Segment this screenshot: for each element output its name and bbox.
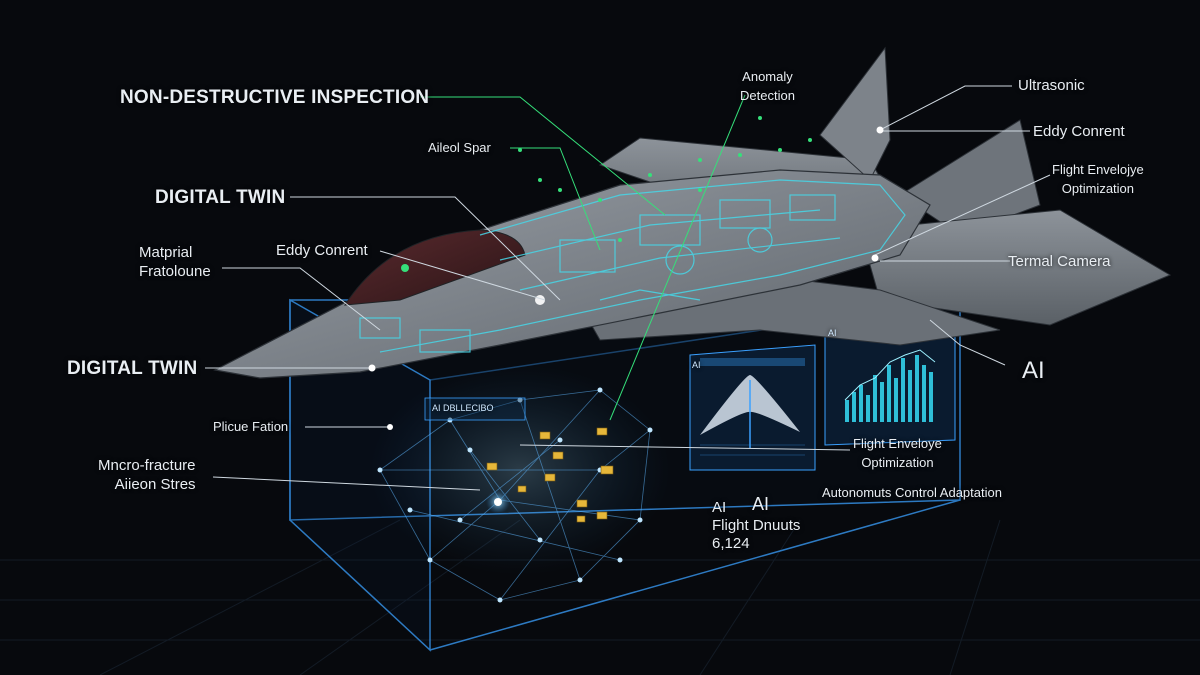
wing-panel-title: AI	[692, 360, 701, 370]
jet-aircraft	[213, 46, 1172, 379]
wing-analysis-panel	[689, 344, 816, 471]
callout-markers	[368, 126, 884, 430]
label-plique-fation: Plicue Fation	[213, 419, 289, 434]
label-micro-fracture: Mncro-fracture Aiieon Stres	[98, 457, 196, 493]
label-flight-hours-value: 6,124	[712, 535, 750, 552]
label-flight-hours: Flight Dnuuts	[712, 517, 801, 534]
label-digital-twin-top: DIGITAL TWIN	[155, 187, 286, 208]
label-termal-camera: Termal Camera	[1008, 253, 1111, 270]
network-panel	[424, 397, 526, 421]
chart-panel-title: AI	[828, 328, 837, 338]
label-non-destructive-inspection: NON-DESTRUCTIVE INSPECTION	[120, 87, 430, 108]
callout-lines	[205, 85, 1051, 491]
label-ultrasonic: Ultrasonic	[1018, 77, 1085, 94]
label-eddy-current-left: Eddy Conrent	[276, 242, 368, 259]
bar-chart-panel	[824, 317, 956, 446]
label-ai-small: AI	[712, 499, 727, 516]
label-digital-twin-bottom: DIGITAL TWIN	[67, 358, 198, 379]
label-flight-envelope-bottom: Flight Enveloye Optimization	[853, 436, 942, 470]
label-aileron-spar: Aileol Spar	[428, 140, 491, 155]
label-material-fatigue: Matprial Fratoloune	[139, 244, 211, 280]
label-ai-center: AI	[752, 494, 770, 514]
label-anomaly-detection: Anomaly Detection	[740, 69, 795, 103]
neural-network	[370, 365, 670, 603]
label-eddy-current-right: Eddy Conrent	[1033, 123, 1125, 140]
label-flight-envelope-top: Flight Envelojye Optimization	[1052, 162, 1144, 196]
label-autonomous-control: Autonomuts Control Adaptation	[822, 485, 1002, 500]
label-ai-right: AI	[1022, 357, 1045, 384]
network-panel-title: AI DBLLECIBO	[432, 403, 494, 413]
